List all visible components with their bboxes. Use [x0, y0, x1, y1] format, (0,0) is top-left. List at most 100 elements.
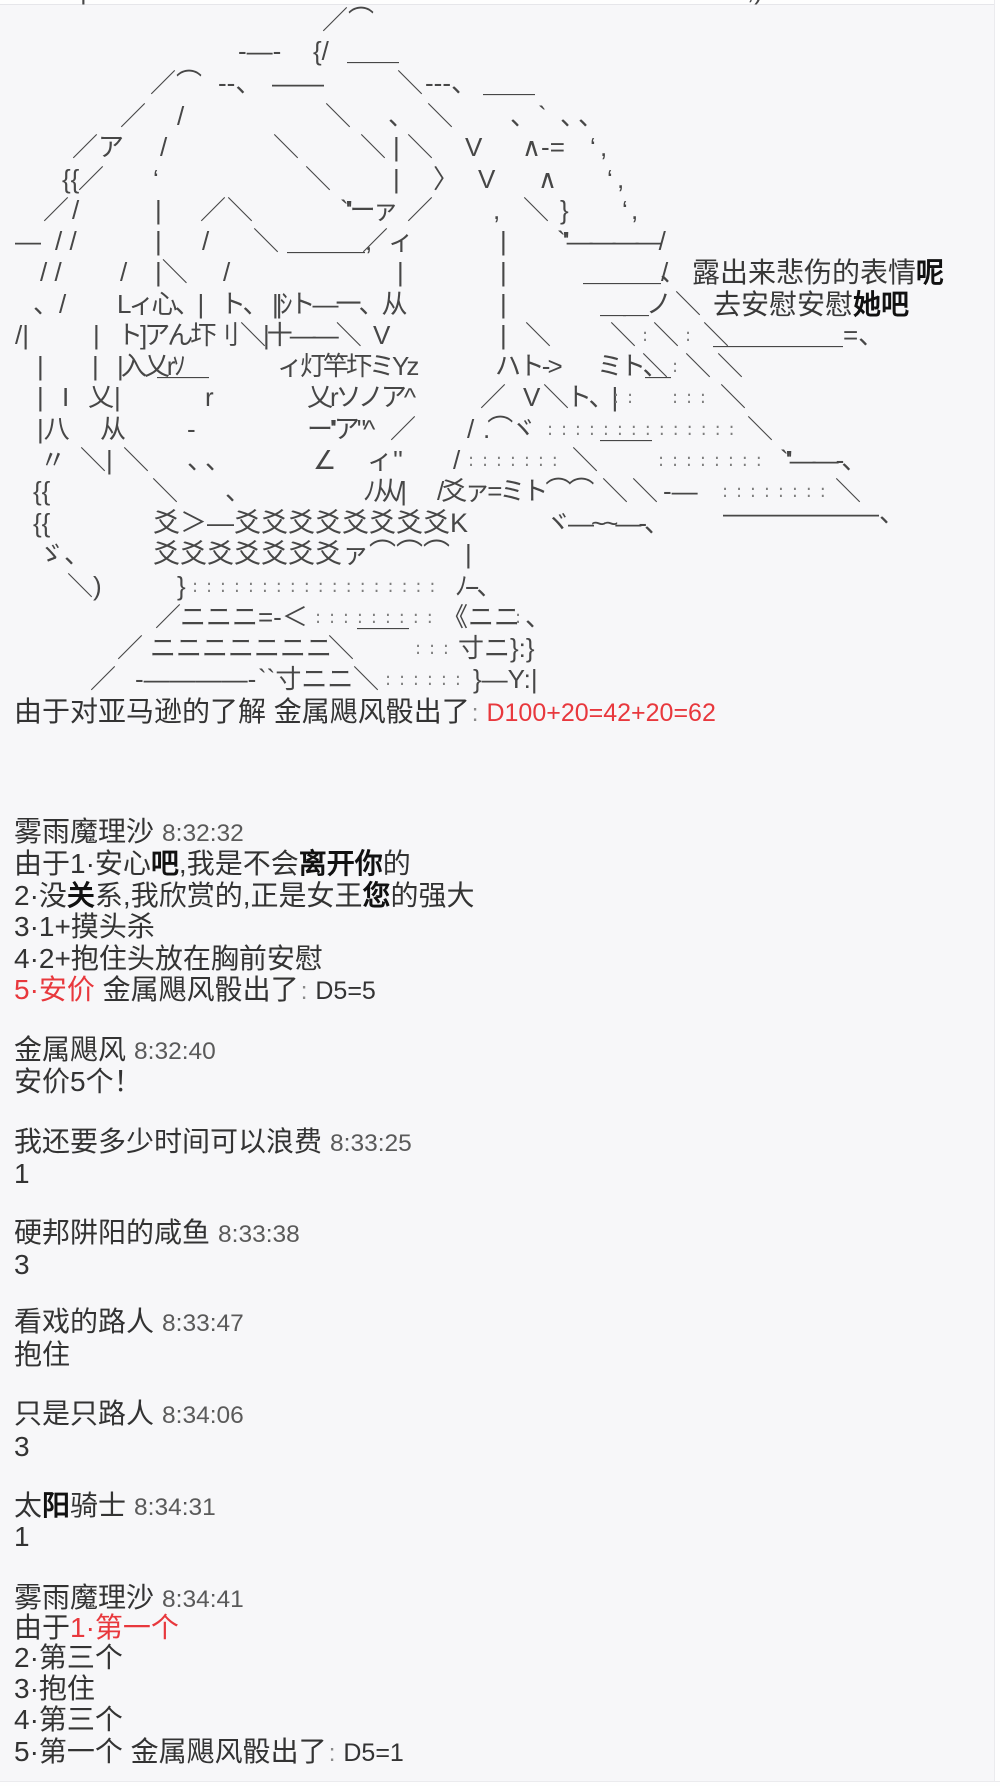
- ascii-art-fragment: 爻爻爻爻爻爻爻ァ⌒⌒⌒: [153, 539, 450, 569]
- ascii-art-row: ／ / ＼ 、 ＼ 、 ` 、 、: [0, 101, 994, 132]
- ascii-art-fragment: ＼: [572, 445, 599, 475]
- timestamp: 8:32:32: [162, 820, 244, 847]
- ascii-art-row: | | |入乂rｿ ＿＿ ィ灯竿圷ミYz ハト‐> ミト、 ＼ ＿ : ＼ ＼: [0, 351, 994, 382]
- ascii-art-fragment: ＼: [632, 476, 659, 506]
- ascii-art-fragment: ／: [200, 195, 227, 225]
- ascii-art-fragment: ∠: [313, 445, 337, 475]
- ascii-art-fragment: 从: [100, 414, 127, 444]
- speech-emphasis: 呢: [916, 257, 945, 288]
- author-name-emphasis: 阳: [42, 1490, 71, 1521]
- ascii-art-fragment: ∧: [538, 164, 558, 194]
- ascii-art-fragment: |: [500, 226, 507, 256]
- ascii-art-fragment: ＼: [353, 664, 380, 694]
- timestamp: 8:33:38: [218, 1221, 300, 1248]
- message-line: 3·抱住: [14, 1673, 95, 1705]
- author-name: 只是只路人: [14, 1398, 155, 1429]
- ascii-art-fragment: -: [187, 414, 196, 444]
- ascii-art-fragment: `''ーァ: [340, 195, 399, 225]
- ascii-art-fragment: ＼: [703, 320, 730, 350]
- ascii-art-fragment: `''――-、: [780, 445, 867, 475]
- ascii-art-fragment: ＿＿＿＿＿=、: [713, 320, 885, 350]
- ascii-art-fragment: 、: [525, 602, 552, 632]
- ascii-art-fragment: |: [155, 195, 162, 225]
- roll-result: D5=5: [315, 977, 376, 1005]
- speech-line-1: 露出来悲伤的表情呢: [692, 257, 944, 289]
- ascii-art-dots: :::::::: [468, 450, 566, 471]
- ascii-art-dots: :: [515, 607, 529, 628]
- text-segment: 1: [14, 1521, 30, 1552]
- ascii-art-fragment: ,: [617, 164, 625, 194]
- ascii-art-fragment: I: [62, 382, 70, 412]
- message-line: 2·没关系,我欣赏的,正是女王您的强大: [14, 880, 475, 912]
- ascii-art-fragment: 、: [388, 101, 415, 131]
- message-line: 5·第一个 金属飓风骰出了:D5=1: [14, 1736, 404, 1768]
- ascii-art-fragment: ,: [600, 132, 608, 162]
- text-segment: 的强大: [390, 880, 475, 911]
- ascii-art-fragment: ＼: [653, 320, 680, 350]
- ascii-art-row: ／ ニニニニニニニ ＼ ::: 寸ニ}:}: [0, 633, 994, 664]
- ascii-art-fragment: ――――――、: [723, 498, 906, 528]
- ascii-art-row: ／⌒ --、 ―― ＼ --‐、 ＿＿: [0, 68, 994, 99]
- ascii-art-fragment: /爻ァ=ミト⌒⌒: [437, 476, 594, 506]
- ascii-art-fragment: 、: [660, 257, 687, 287]
- ascii-art-fragment: ／ア: [72, 132, 125, 162]
- author-name: 骑士: [70, 1490, 127, 1521]
- selected-option: 1·第一个: [70, 1612, 179, 1643]
- emphasis-segment: 离开你: [298, 848, 383, 879]
- ascii-art-fragment: ィ灯竿圷ミYz: [277, 351, 419, 381]
- ascii-art-row: 、/ Lィ心、| ト、 ||ｼト―一、从 | ＿＿ノ ＼: [0, 289, 994, 320]
- ascii-art-fragment: .⌒ヾ: [483, 414, 536, 444]
- roll-result: D5=1: [343, 1739, 404, 1767]
- ascii-art-dots: ::::::::::::::::::: [192, 576, 444, 597]
- author-name: 看戏的路人: [14, 1306, 155, 1337]
- ascii-art-fragment: 寸ニ}:}: [458, 633, 535, 663]
- text-segment: 3·1+摸头杀: [14, 911, 155, 942]
- ascii-art-row: {{ ／ ‘ ＼ | 〉 V ∧ ‘ ,: [0, 164, 994, 195]
- ascii-art-fragment: 爻＞―爻爻爻爻爻爻爻爻K: [153, 508, 469, 538]
- ascii-art-fragment: ＼|: [80, 445, 113, 475]
- ascii-art-fragment: ハト‐>: [495, 351, 563, 381]
- ascii-art-fragment: |: [500, 257, 507, 287]
- ascii-art-fragment: ＼: [152, 476, 179, 506]
- ascii-art-fragment: Lィ心、|: [117, 289, 204, 319]
- ascii-art-fragment: ＼: [227, 195, 254, 225]
- ascii-art-fragment: /: [223, 257, 231, 287]
- ascii-art-fragment: ／: [407, 195, 434, 225]
- ascii-art-fragment: 、/: [33, 289, 67, 319]
- ascii-art-row: ／ア / ＼ ＼ | ＼ V ∧-= ‘ ,: [0, 132, 994, 163]
- ascii-art-fragment: ``寸ニニ: [258, 664, 354, 694]
- ascii-art-fragment: ヾ―~~―-、: [545, 508, 670, 538]
- ascii-art-fragment: ＿＿: [600, 414, 653, 444]
- ascii-art-fragment: 、: [578, 101, 605, 131]
- ascii-art-row: | ' ',): [0, 0, 994, 6]
- ascii-art-fragment: /|: [15, 320, 29, 350]
- ascii-art-dots: :::: [672, 387, 714, 408]
- ascii-art-fragment: ／⌒: [322, 5, 375, 35]
- separator: :: [328, 1740, 336, 1767]
- ascii-art-fragment: |: [37, 351, 44, 381]
- ascii-art-fragment: ＼: [602, 476, 629, 506]
- ascii-art-row: ＼) } :::::::::::::::::: ﾉ‐-、: [0, 571, 994, 602]
- ascii-art-fragment: ／: [120, 101, 147, 131]
- ascii-art-fragment: ＿＿＿/: [583, 257, 669, 287]
- ascii-art-fragment: |: [397, 257, 404, 287]
- author-name: 雾雨魔理沙: [14, 1582, 155, 1613]
- ascii-art-fragment: ＼: [253, 226, 280, 256]
- ascii-art-fragment: 、: [225, 476, 252, 506]
- ascii-art-row: |八 从 - ー''ア"^ ／ / .⌒ヾ :::::::::::::: ＿＿ …: [0, 414, 994, 445]
- ascii-art-fragment: }: [177, 571, 186, 601]
- ascii-art-fragment: ＼: [360, 132, 387, 162]
- ascii-art-fragment: ‘: [622, 195, 628, 225]
- text-segment: 3: [14, 1431, 30, 1462]
- dice-roll-line: 由于对亚马逊的了解 金属飓风骰出了:D100+20=42+20=62: [14, 696, 716, 728]
- separator: :: [471, 700, 479, 727]
- ascii-art-fragment: |: [80, 0, 87, 6]
- ascii-art-fragment: ／: [117, 633, 144, 663]
- ascii-art-dots: :::::::::: [315, 607, 441, 628]
- emphasis-segment: 吧: [150, 848, 179, 879]
- ascii-art-fragment: `''――――/: [557, 226, 666, 256]
- text-segment: 安价5个！: [14, 1066, 142, 1097]
- ascii-art-fragment: /: [120, 257, 128, 287]
